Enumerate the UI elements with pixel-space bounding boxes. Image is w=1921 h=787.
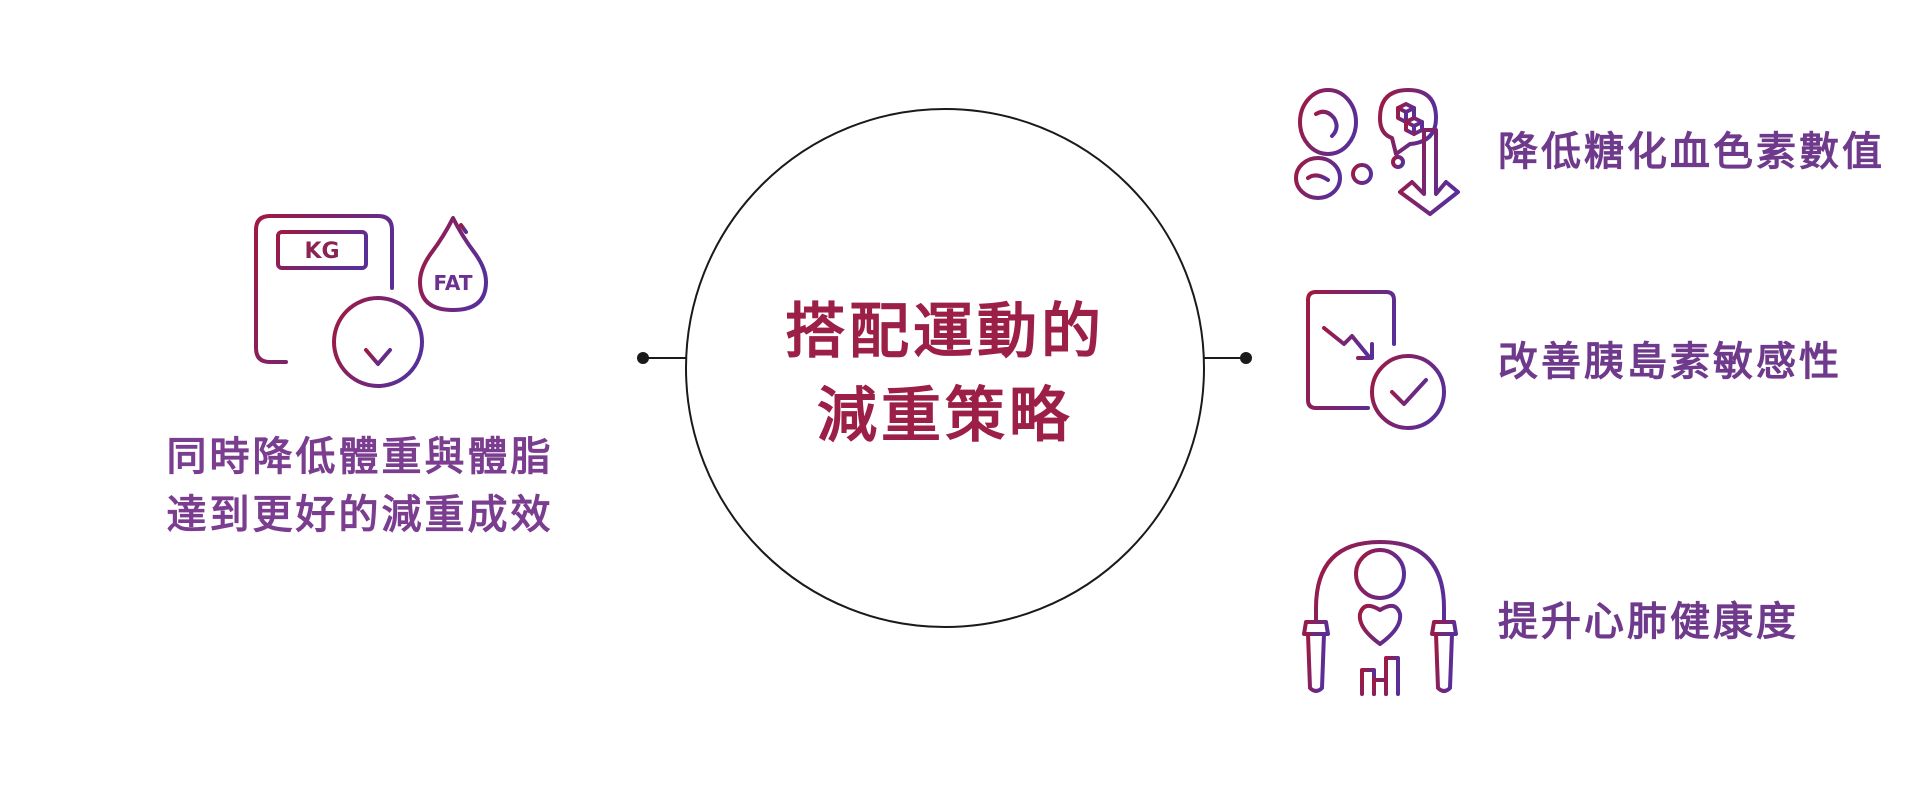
left-caption: 同時降低體重與體脂 達到更好的減重成效	[120, 428, 600, 544]
benefit-label-3: 提升心肺健康度	[1498, 599, 1799, 645]
center-title: 搭配運動的 減重策略	[685, 290, 1205, 458]
scale-kg-label: KG	[304, 239, 339, 264]
center-circle	[685, 108, 1205, 628]
center-title-line1: 搭配運動的	[785, 297, 1105, 367]
right-connector-dot	[1240, 352, 1252, 364]
left-connector-dot	[637, 352, 649, 364]
center-title-line2: 減重策略	[817, 381, 1073, 451]
left-caption-line2: 達到更好的減重成效	[166, 492, 554, 538]
benefit-label-1: 降低糖化血色素數值	[1498, 129, 1885, 175]
left-caption-line1: 同時降低體重與體脂	[166, 434, 554, 480]
trend-down-check-icon	[1300, 286, 1460, 436]
left-connector-line	[644, 357, 686, 359]
scale-fat-down-icon: KG FAT	[248, 210, 498, 390]
right-connector-line	[1204, 357, 1246, 359]
jump-rope-heart-icon	[1300, 538, 1460, 698]
drop-fat-label: FAT	[434, 271, 473, 295]
red-blood-cells-sugar-down-icon	[1288, 82, 1460, 222]
benefit-label-2: 改善胰島素敏感性	[1498, 339, 1842, 385]
